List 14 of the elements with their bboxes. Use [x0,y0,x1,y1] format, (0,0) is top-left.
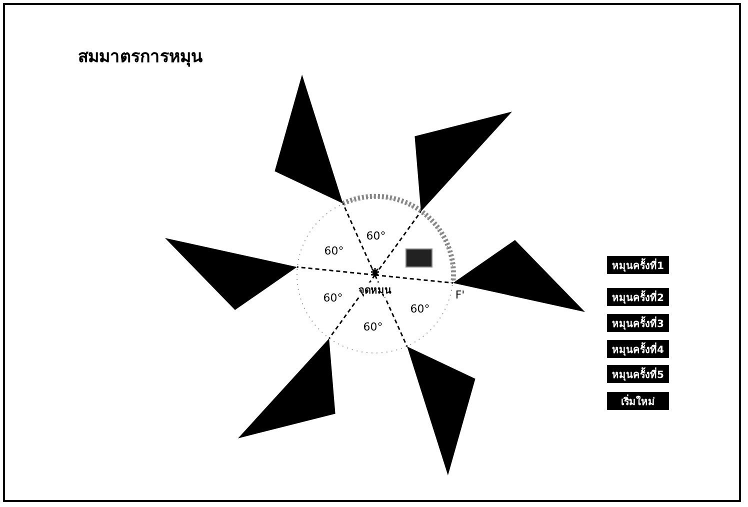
angle-label: 60° [363,320,383,334]
rotate-button: หมุนครั้งที่4 [608,341,668,357]
angle-label: 60° [410,302,430,316]
angle-label: 60° [366,230,386,242]
rotate-button: หมุนครั้งที่3 [608,315,668,331]
pivot-label: จุดหมุน [358,282,392,298]
rotate-button: เริ่มใหม่ [608,393,668,409]
title: สมมาตรการหมุน [78,46,203,69]
rotate-button: หมุนครั้งที่5 [608,366,668,382]
rotate-button: หมุนครั้งที่1 [608,257,668,273]
rotate-button: หมุนครั้งที่2 [608,289,668,305]
angle-label: 60° [324,244,344,258]
angle-label: 60° [323,292,343,304]
point-label: F' [455,288,465,302]
